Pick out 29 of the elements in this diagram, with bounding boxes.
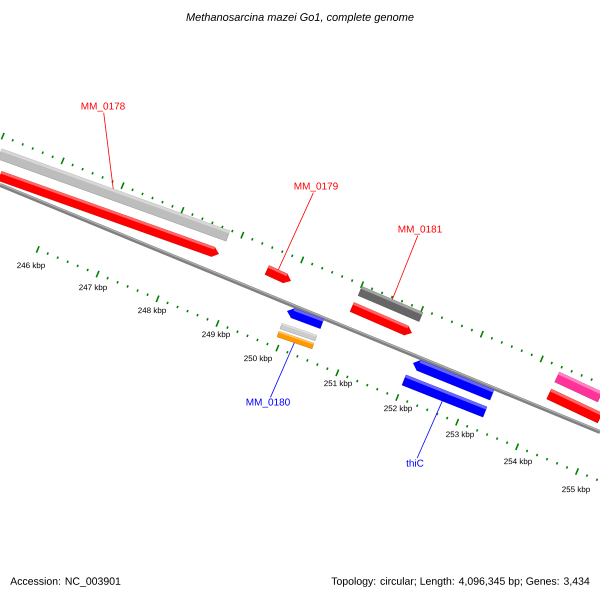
leader-line — [103, 112, 114, 190]
tick-label: 250 kbp — [244, 355, 272, 363]
tick-label: 253 kbp — [446, 431, 474, 439]
tick-label: 249 kbp — [202, 331, 230, 339]
gene-label: MM_0181 — [398, 226, 442, 234]
accession-text: Accession: NC_003901 — [10, 577, 120, 587]
gene-bar — [264, 265, 291, 284]
leader-line — [392, 235, 418, 300]
genome-info-text: Topology: circular; Length: 4,096,345 bp; Genes: 3,434 — [331, 577, 590, 587]
gene-label: MM_0180 — [246, 398, 290, 408]
tick-label: 248 kbp — [138, 307, 166, 315]
tick-label: 251 kbp — [324, 380, 352, 388]
gene-bar — [358, 286, 424, 322]
gene-label: thiC — [406, 459, 424, 467]
gene-label: MM_0179 — [294, 182, 338, 192]
gene-bar — [287, 308, 324, 329]
tick-label: 247 kbp — [79, 284, 107, 292]
leader-line — [278, 192, 314, 270]
tick-label: 255 kbp — [562, 486, 590, 494]
tick-label: 254 kbp — [504, 458, 532, 466]
gene-bar — [413, 360, 494, 400]
gene-bar — [0, 171, 219, 257]
tick-label: 252 kbp — [384, 405, 412, 413]
gene-bar — [554, 372, 600, 402]
tick-label: 246 kbp — [17, 262, 45, 270]
title: Methanosarcina mazei Go1, complete genome — [186, 12, 414, 24]
leader-line — [416, 400, 443, 459]
leader-line — [270, 342, 295, 398]
gene-label: MM_0178 — [82, 102, 125, 112]
